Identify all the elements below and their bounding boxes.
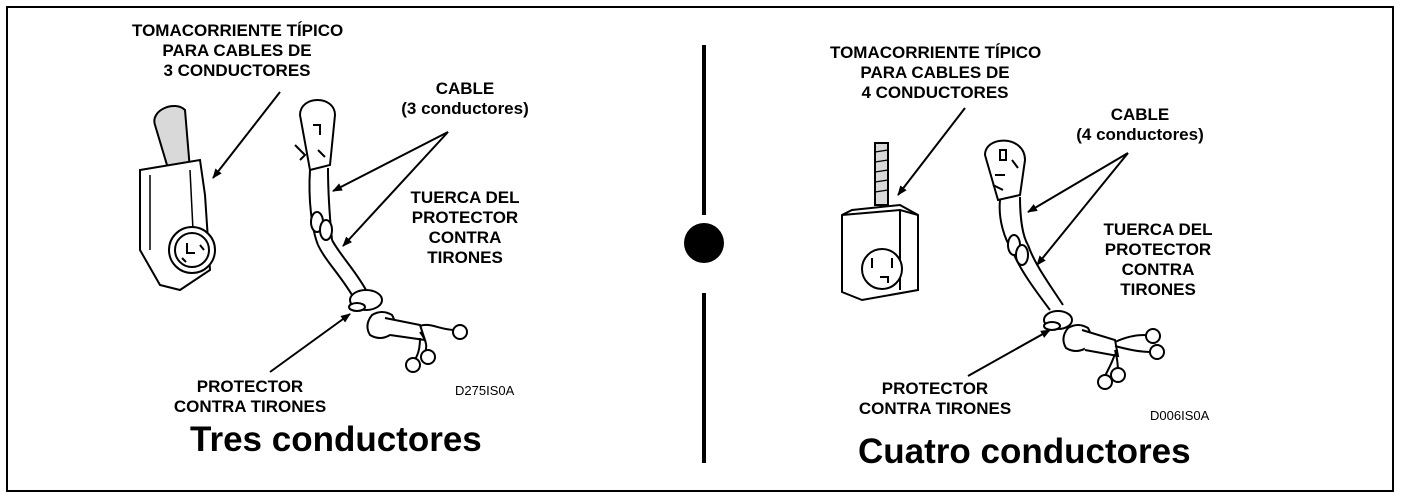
right-cable-label-line-1: CABLE bbox=[1110, 105, 1170, 124]
left-nut-label-line-1: TUERCA DEL bbox=[410, 188, 520, 207]
left-outlet-label-line-3: 3 CONDUCTORES bbox=[163, 61, 311, 80]
left-nut-label: TUERCA DEL PROTECTOR CONTRA TIRONES bbox=[390, 188, 540, 268]
right-nut-label-line-2: PROTECTOR bbox=[1104, 240, 1212, 259]
right-arrows bbox=[897, 107, 1129, 377]
right-title: Cuatro conductores bbox=[858, 432, 1191, 471]
four-conductor-cord bbox=[983, 139, 1165, 390]
right-outlet-label-line-3: 4 CONDUCTORES bbox=[861, 83, 1009, 102]
figure-frame bbox=[6, 6, 1394, 492]
left-figure-code: D275IS0A bbox=[455, 383, 515, 398]
left-cable-label-line-1: CABLE bbox=[435, 79, 495, 98]
four-conductor-outlet bbox=[841, 142, 919, 302]
left-outlet-label-line-1: TOMACORRIENTE TÍPICO bbox=[132, 21, 344, 40]
right-cable-label-line-2: (4 conductores) bbox=[1076, 125, 1204, 144]
right-protector-label: PROTECTOR CONTRA TIRONES bbox=[835, 379, 1035, 419]
left-arrows bbox=[212, 91, 449, 373]
left-protector-label-line-1: PROTECTOR bbox=[196, 377, 304, 396]
left-outlet-label-line-2: PARA CABLES DE bbox=[162, 41, 312, 60]
left-cable-label: CABLE (3 conductores) bbox=[390, 79, 540, 119]
right-outlet-label-line-1: TOMACORRIENTE TÍPICO bbox=[830, 43, 1042, 62]
center-divider bbox=[684, 45, 724, 463]
right-outlet-label: TOMACORRIENTE TÍPICO PARA CABLES DE 4 CO… bbox=[830, 43, 1042, 103]
right-nut-label-line-1: TUERCA DEL bbox=[1103, 220, 1213, 239]
three-conductor-cord bbox=[294, 99, 468, 373]
left-nut-label-line-4: TIRONES bbox=[427, 248, 503, 267]
left-protector-label-line-2: CONTRA TIRONES bbox=[173, 397, 327, 416]
right-nut-label: TUERCA DEL PROTECTOR CONTRA TIRONES bbox=[1083, 220, 1233, 300]
right-nut-label-line-4: TIRONES bbox=[1120, 280, 1196, 299]
left-cable-label-line-2: (3 conductores) bbox=[401, 99, 529, 118]
left-outlet-label: TOMACORRIENTE TÍPICO PARA CABLES DE 3 CO… bbox=[132, 21, 344, 81]
right-nut-label-line-3: CONTRA bbox=[1121, 260, 1195, 279]
right-protector-label-line-1: PROTECTOR bbox=[881, 379, 989, 398]
right-protector-label-line-2: CONTRA TIRONES bbox=[858, 399, 1012, 418]
left-nut-label-line-2: PROTECTOR bbox=[411, 208, 519, 227]
left-title: Tres conductores bbox=[190, 420, 482, 459]
left-protector-label: PROTECTOR CONTRA TIRONES bbox=[150, 377, 350, 417]
right-outlet-label-line-2: PARA CABLES DE bbox=[860, 63, 1010, 82]
right-figure-code: D006IS0A bbox=[1150, 408, 1210, 423]
three-conductor-outlet bbox=[139, 105, 216, 292]
right-cable-label: CABLE (4 conductores) bbox=[1065, 105, 1215, 145]
left-nut-label-line-3: CONTRA bbox=[428, 228, 502, 247]
